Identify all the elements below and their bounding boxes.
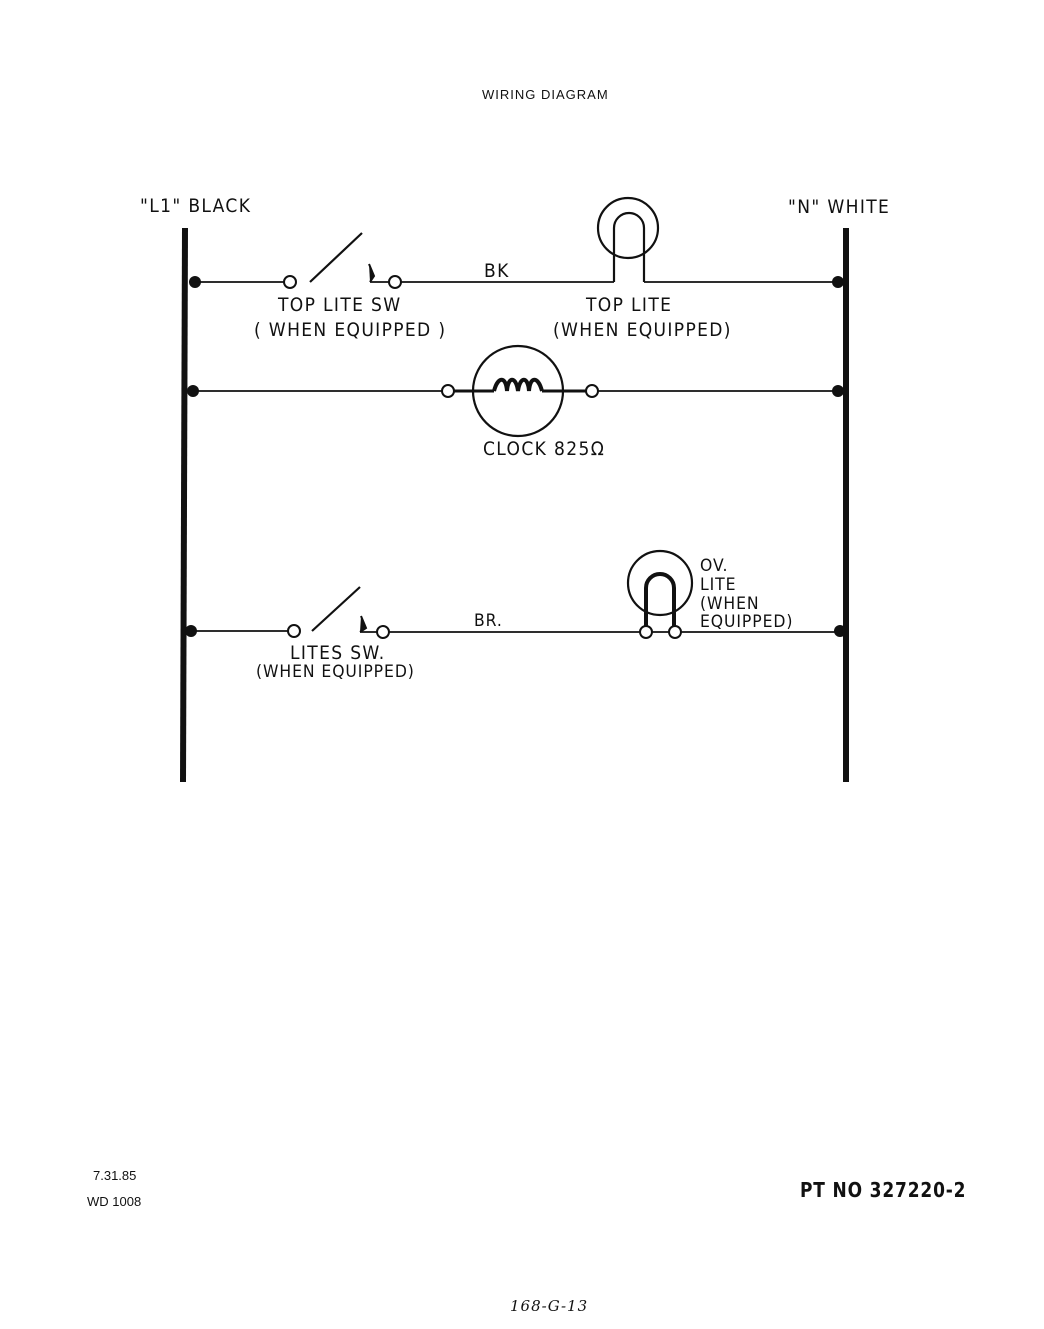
top-lite-switch-sublabel: ( WHEN EQUIPPED ) <box>254 319 447 341</box>
n-rail-label: "N" WHITE <box>788 196 891 218</box>
handwritten-note: 168-G-13 <box>510 1297 589 1315</box>
oven-lite-label-line1: OV. <box>700 556 729 576</box>
top-lite-switch-blade <box>309 232 363 283</box>
branch-clock <box>187 344 844 438</box>
branch-top-lite <box>189 196 844 289</box>
part-number: PT NO 327220-2 <box>800 1178 967 1202</box>
clock-coil <box>492 377 544 392</box>
top-lite-switch-label: TOP LITE SW <box>278 294 402 316</box>
top-lite-sublabel: (WHEN EQUIPPED) <box>553 319 732 341</box>
diagram-title: WIRING DIAGRAM <box>482 87 609 102</box>
clock-label: CLOCK 825Ω <box>483 438 606 460</box>
lites-switch-label: LITES SW. <box>290 642 386 664</box>
br-wire-label: BR. <box>474 611 503 631</box>
l1-rail-label: "L1" BLACK <box>140 195 252 217</box>
lites-switch-terminal-a <box>287 624 301 638</box>
oven-lite-label-line4: EQUIPPED) <box>700 612 794 632</box>
revision-date: 7.31.85 <box>93 1168 137 1183</box>
lites-switch-sublabel: (WHEN EQUIPPED) <box>256 662 415 682</box>
branch-oven-lite <box>185 549 846 639</box>
wd-number: WD 1008 <box>87 1194 142 1209</box>
top-lite-bulb <box>596 196 660 260</box>
lites-switch-blade <box>311 586 361 632</box>
lites-switch-terminal-b <box>376 625 390 639</box>
oven-lite-bulb <box>626 549 694 617</box>
top-lite-switch-terminal-a <box>283 275 297 289</box>
top-lite-label: TOP LITE <box>586 294 673 316</box>
top-lite-switch-terminal-b <box>388 275 402 289</box>
oven-lite-label-line3: (WHEN <box>700 594 760 614</box>
oven-lite-label-line2: LITE <box>700 575 737 595</box>
bk-wire-label: BK <box>484 260 510 282</box>
l1-rail <box>180 227 188 783</box>
